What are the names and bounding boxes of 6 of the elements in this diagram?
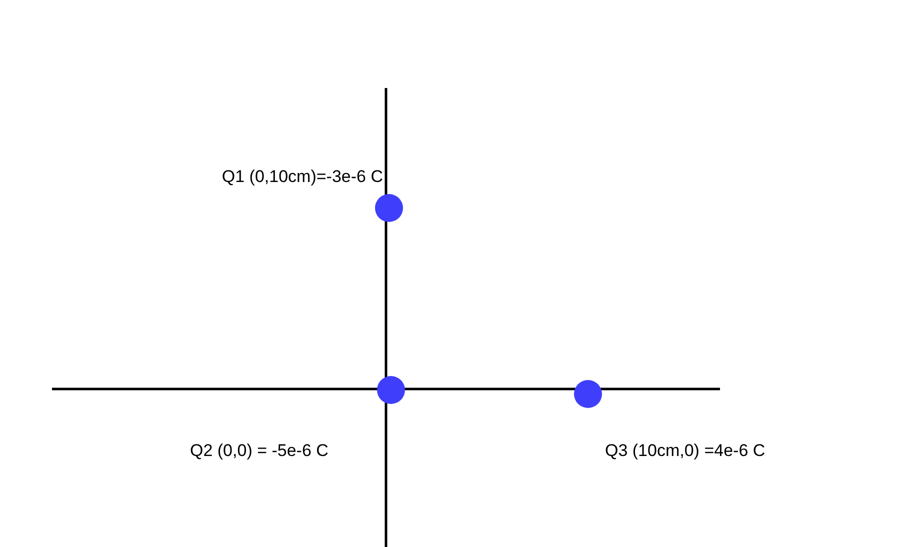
charge-label: Q3 (10cm,0) =4e-6 C <box>605 441 766 461</box>
charge-dot <box>574 380 602 408</box>
charge-label: Q1 (0,10cm)=-3e-6 C <box>222 167 383 187</box>
charge-label: Q2 (0,0) = -5e-6 C <box>190 441 328 461</box>
charge-dot <box>375 194 403 222</box>
charge-dot <box>377 376 405 404</box>
